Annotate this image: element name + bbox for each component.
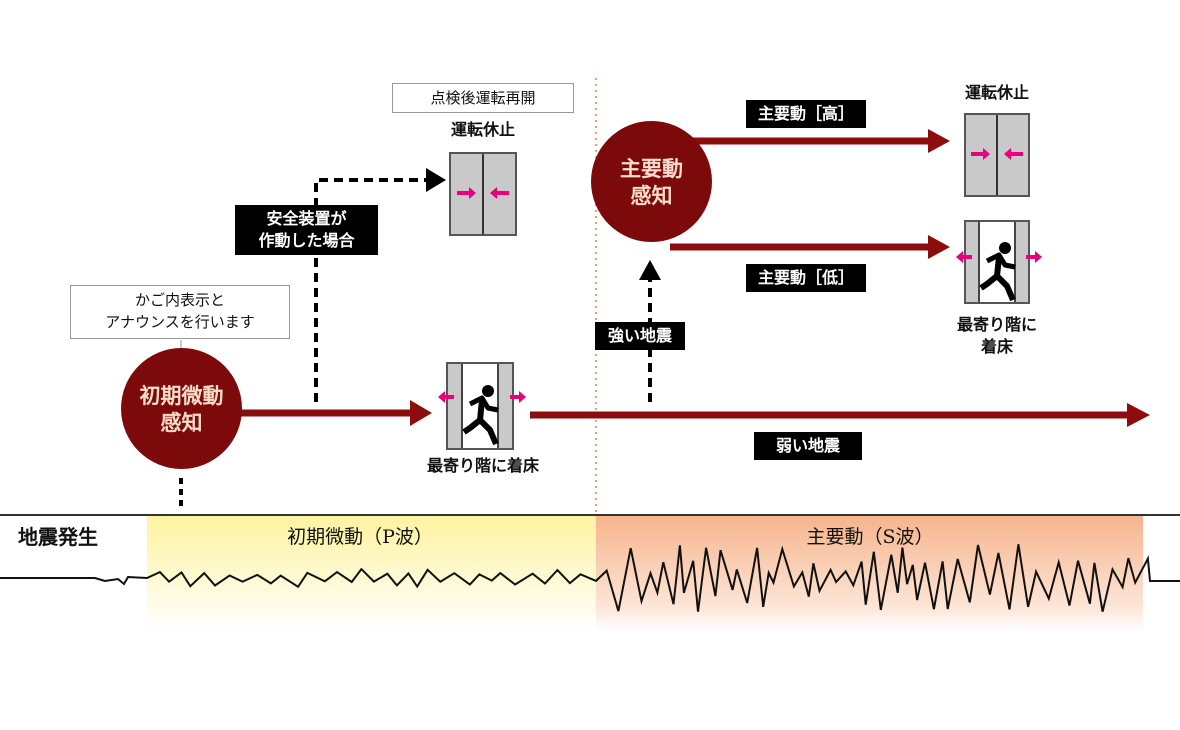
safety-device-line1: 安全装置が xyxy=(266,209,347,228)
resume-note: 点検後運転再開 xyxy=(392,83,574,113)
stop-label-2: 運転休止 xyxy=(964,83,1029,102)
nearest-floor-label-1: 最寄り階に着床 xyxy=(426,456,539,475)
elevator-open-icon xyxy=(956,220,1042,304)
s-wave-label: 主要動（S波） xyxy=(806,526,934,548)
nearest-floor-2-line1: 最寄り階に xyxy=(956,315,1037,334)
announce-note: かご内表示と アナウンスを行います xyxy=(70,285,290,339)
stop-label-1: 運転休止 xyxy=(450,120,515,139)
safety-device-line2: 作動した場合 xyxy=(258,231,355,250)
initial-detection-line1: 初期微動 xyxy=(139,382,224,408)
nearest-floor-label-2: 最寄り階に 着床 xyxy=(937,314,1057,358)
seismic-waveform xyxy=(0,544,1180,612)
initial-detection-circle: 初期微動 感知 xyxy=(121,348,242,469)
running-person-icon xyxy=(956,242,1042,302)
main-detection-circle: 主要動 感知 xyxy=(591,121,712,242)
weak-quake-label: 弱い地震 xyxy=(754,432,862,460)
arrow-initial-to-landing xyxy=(238,400,432,426)
announce-note-line1: かご内表示と xyxy=(134,291,225,309)
arrow-weak-quake xyxy=(530,403,1150,427)
elevator-open-icon xyxy=(438,362,526,450)
announce-note-line2: アナウンスを行います xyxy=(105,313,255,331)
arrow-main-high xyxy=(670,129,950,153)
elevator-closed-icon xyxy=(449,152,517,236)
elevator-closed-icon xyxy=(964,113,1030,197)
arrow-safety-device xyxy=(314,168,446,402)
p-wave-label: 初期微動（P波） xyxy=(287,526,433,548)
nearest-floor-2-line2: 着床 xyxy=(980,337,1013,356)
main-detection-line1: 主要動 xyxy=(620,155,683,181)
p-wave-band xyxy=(147,516,596,631)
main-detection-line2: 感知 xyxy=(630,182,673,208)
strong-quake-label: 強い地震 xyxy=(595,322,685,350)
safety-device-label: 安全装置が 作動した場合 xyxy=(235,205,378,255)
main-low-label: 主要動［低］ xyxy=(746,264,866,292)
arrow-main-low xyxy=(670,235,950,259)
main-high-label: 主要動［高］ xyxy=(746,100,866,128)
earthquake-occurrence-label: 地震発生 xyxy=(18,525,98,549)
initial-detection-line2: 感知 xyxy=(160,409,203,435)
running-person-icon xyxy=(438,385,526,446)
